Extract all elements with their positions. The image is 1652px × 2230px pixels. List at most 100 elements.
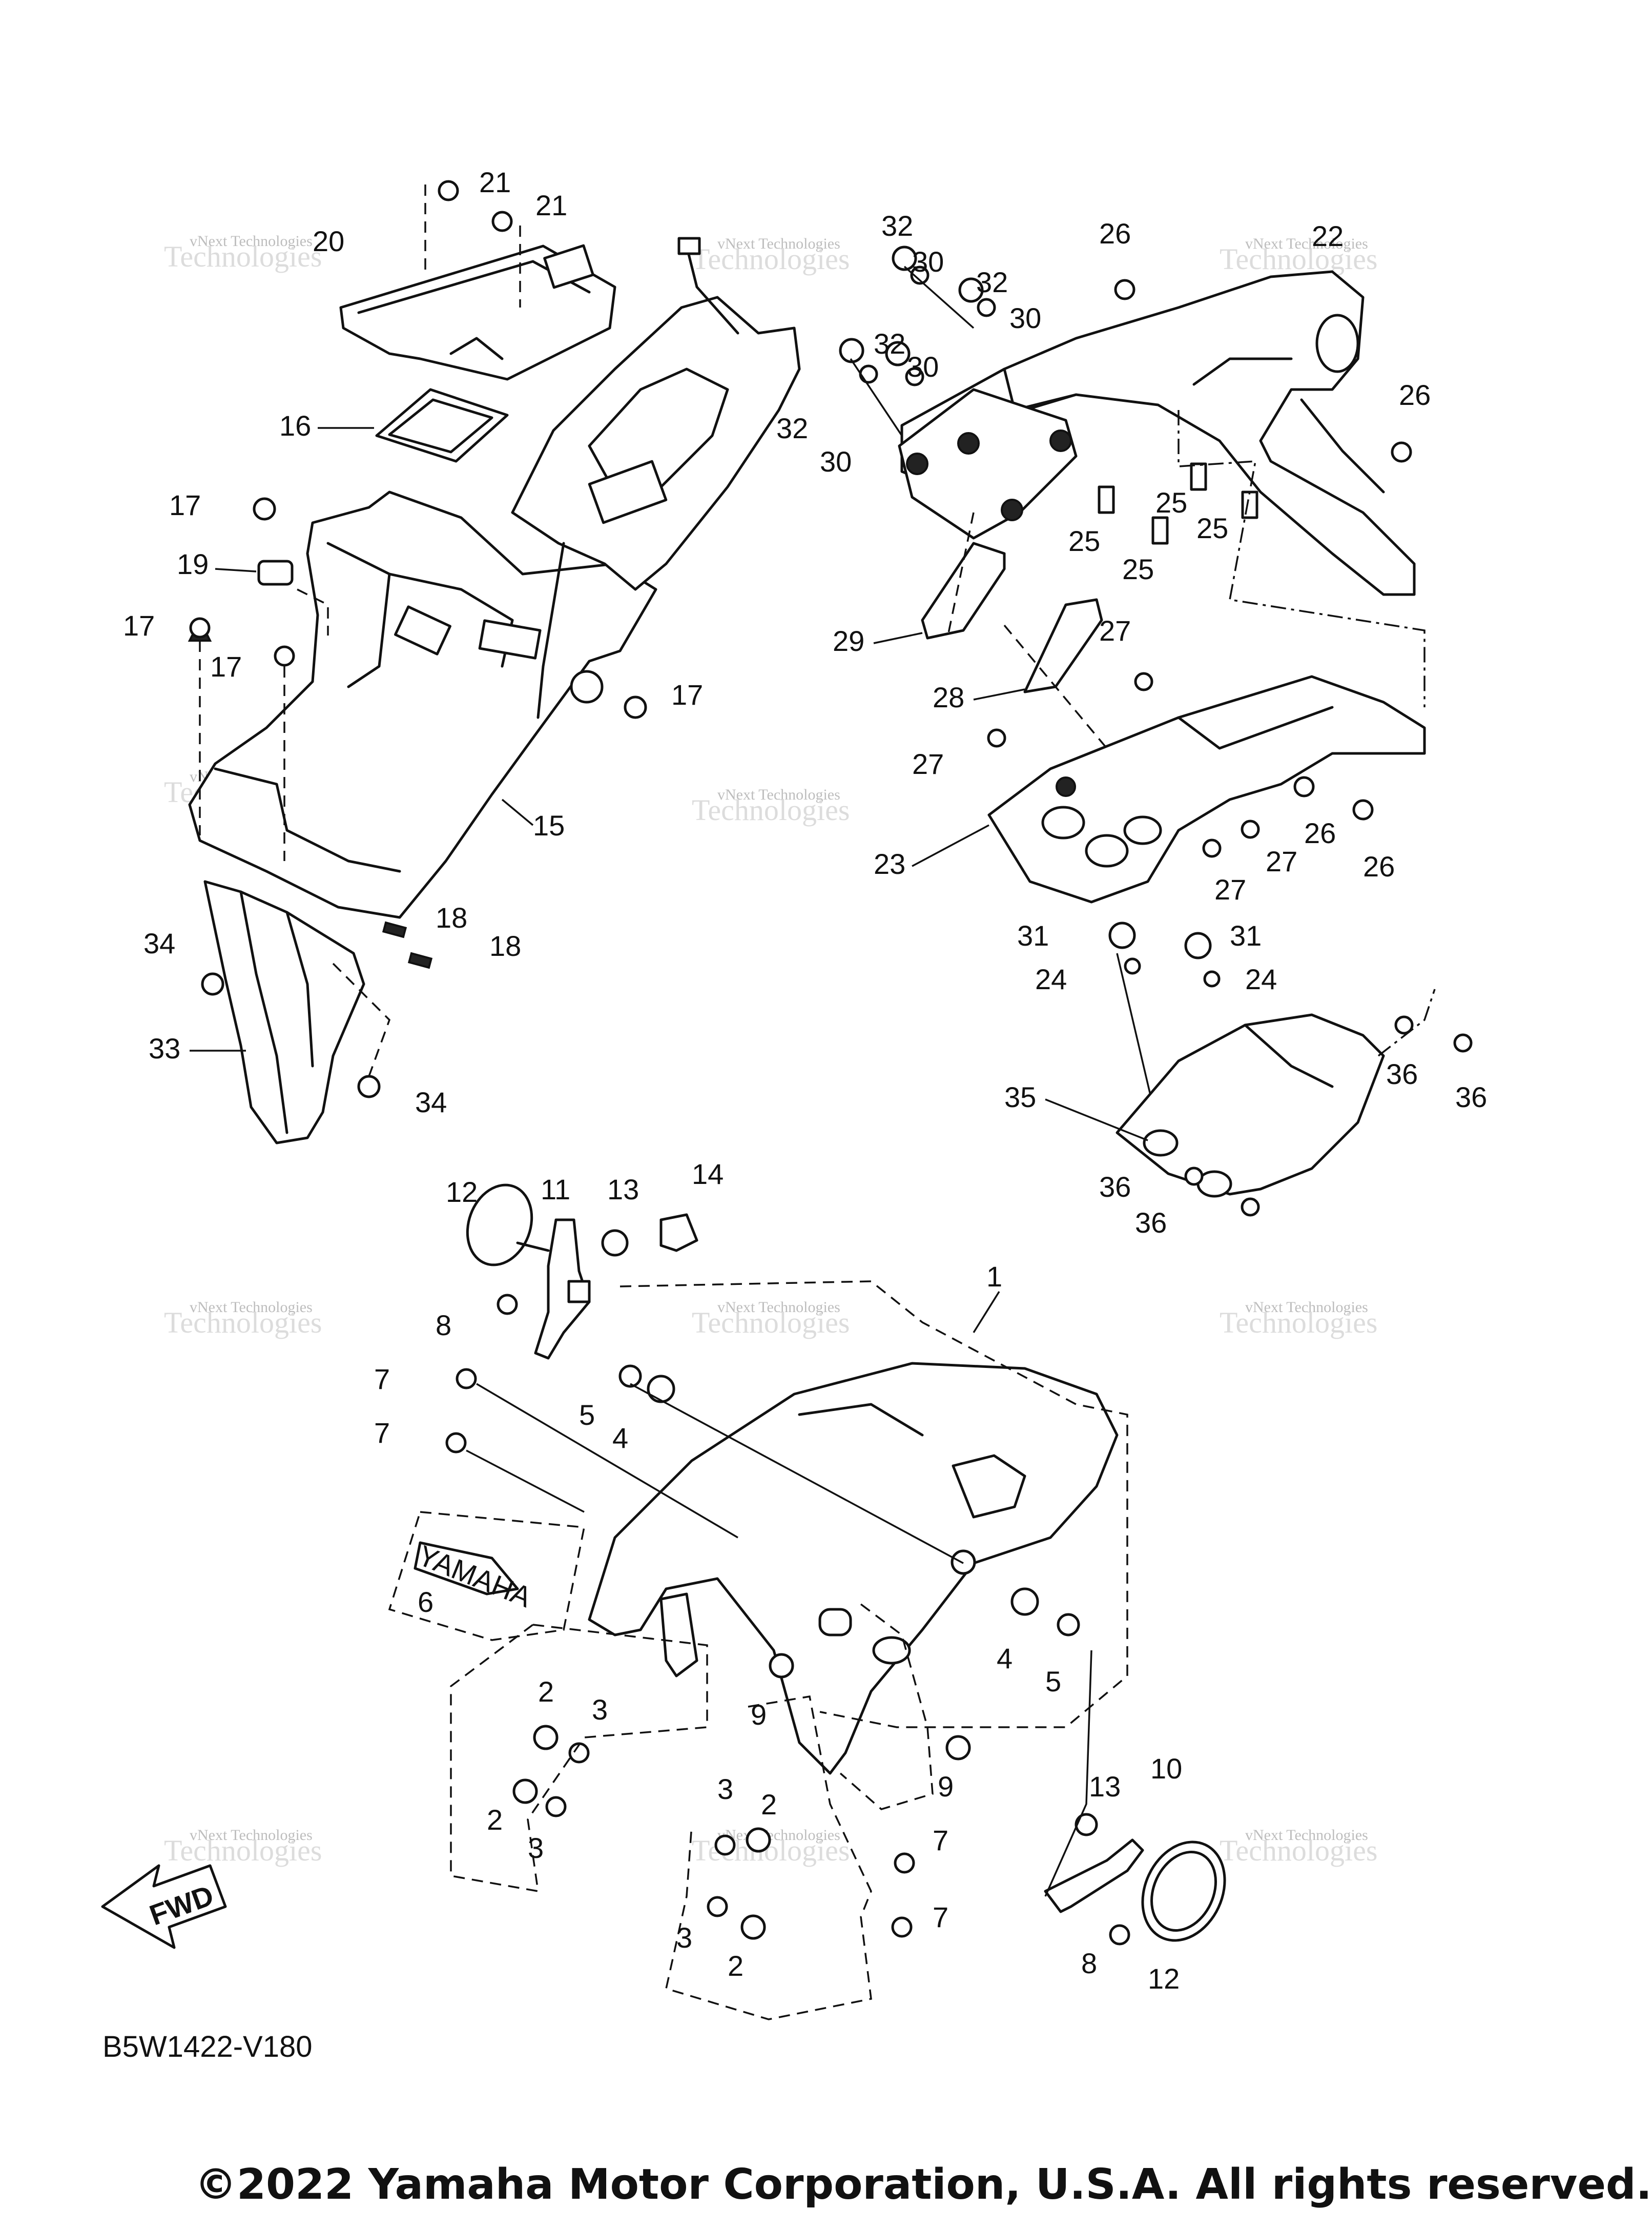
callout-21: 21 (535, 189, 567, 221)
svg-text:Technologies: Technologies (1220, 242, 1377, 276)
part-29-bracket (921, 542, 1006, 640)
part-13-nut (601, 1229, 629, 1257)
callout-23: 23 (874, 848, 905, 880)
callout-12: 12 (446, 1176, 478, 1208)
callout-34: 34 (143, 927, 175, 959)
callout-10: 10 (1150, 1752, 1182, 1785)
svg-text:vNext Technologies: vNext Technologies (717, 786, 840, 803)
callout-16: 16 (279, 410, 311, 442)
svg-text:Technologies: Technologies (692, 242, 850, 276)
part-2-grommet (512, 1725, 771, 1940)
callout-3: 3 (717, 1773, 733, 1805)
callout-18: 18 (489, 930, 521, 962)
svg-text:Technologies: Technologies (692, 1306, 850, 1339)
callout-27: 27 (1266, 845, 1297, 877)
callout-26: 26 (1099, 217, 1131, 250)
callout-7: 7 (374, 1417, 390, 1449)
callout-3: 3 (528, 1832, 544, 1864)
callout-5: 5 (1045, 1665, 1061, 1697)
callout-17: 17 (671, 679, 703, 711)
callout-31: 31 (1230, 919, 1262, 952)
svg-text:vNext Technologies: vNext Technologies (717, 235, 840, 252)
callout-24: 24 (1245, 963, 1277, 995)
part-30-washer (859, 265, 996, 386)
fwd-arrow-icon: FWD (101, 1864, 227, 1949)
part-32-grommet (839, 245, 984, 366)
callout-32: 32 (776, 412, 808, 444)
svg-text:Technologies: Technologies (164, 1306, 322, 1339)
part-23-licence-bracket (987, 675, 1426, 904)
callout-7: 7 (374, 1363, 390, 1395)
callout-21: 21 (479, 166, 511, 198)
part-20-cover-tray (339, 244, 616, 381)
part-21-screw (424, 180, 521, 308)
callout-5: 5 (579, 1399, 595, 1431)
callout-28: 28 (933, 681, 964, 713)
callout-30: 30 (1009, 302, 1041, 334)
callout-30: 30 (912, 245, 944, 278)
part-33-mud-flap (203, 880, 365, 1144)
part-22-tail-housing (900, 270, 1416, 596)
callout-7: 7 (933, 1901, 948, 1933)
callout-31: 31 (1017, 919, 1049, 952)
svg-text:Technologies: Technologies (692, 793, 850, 827)
part-1-front-fender (588, 1362, 1119, 1775)
callout-30: 30 (820, 445, 852, 478)
callout-29: 29 (833, 625, 864, 657)
callout-13: 13 (1089, 1770, 1121, 1803)
svg-text:vNext Technologies: vNext Technologies (190, 1827, 313, 1844)
part-11-bracket (534, 1218, 591, 1360)
callout-2: 2 (538, 1675, 554, 1708)
svg-text:vNext Technologies: vNext Technologies (190, 233, 313, 250)
callout-25: 25 (1155, 486, 1187, 519)
part-10-bracket (1044, 1838, 1144, 1913)
svg-text:Technologies: Technologies (1220, 1834, 1377, 1867)
part-9-nut (769, 1653, 971, 1761)
callout-4: 4 (612, 1422, 628, 1454)
part-7-screw (445, 1368, 915, 1938)
part-27-screw (987, 672, 1260, 858)
part-18-clip (382, 921, 433, 969)
svg-text:vNext Technologies: vNext Technologies (717, 1827, 840, 1844)
part-28-bracket (1023, 598, 1103, 693)
rear-tail-assembly (839, 245, 1473, 1217)
rear-fender-assembly (188, 180, 801, 1144)
callout-22: 22 (1312, 220, 1344, 252)
part-1-boundary (620, 1280, 1128, 1728)
part-4-grommet (647, 1375, 1039, 1616)
callout-36: 36 (1386, 1058, 1418, 1090)
callout-15: 15 (533, 809, 565, 842)
part-13-nut (1075, 1813, 1098, 1836)
callout-26: 26 (1399, 379, 1431, 411)
callout-27: 27 (1099, 615, 1131, 647)
callout-18: 18 (436, 902, 467, 934)
part-3-collar (545, 1742, 736, 1917)
callout-26: 26 (1363, 850, 1395, 883)
part-15-rear-fender (188, 490, 657, 919)
callout-27: 27 (912, 748, 944, 780)
callout-9: 9 (751, 1699, 767, 1731)
callout-32: 32 (874, 328, 905, 360)
part-12-reflector (466, 1183, 550, 1266)
callout-7: 7 (933, 1824, 948, 1856)
callout-25: 25 (1122, 553, 1154, 585)
svg-text:Technologies: Technologies (1220, 1306, 1377, 1339)
part-8-screw (497, 1294, 1130, 1946)
callout-19: 19 (177, 548, 209, 580)
part-36-screw (1184, 1015, 1473, 1217)
svg-text:Technologies: Technologies (164, 240, 322, 273)
callout-13: 13 (607, 1173, 639, 1205)
callout-12: 12 (1148, 1962, 1180, 1995)
part-19-clip (257, 560, 294, 586)
part-34-bolt (201, 963, 391, 1098)
part-5-collar (618, 1364, 1080, 1636)
part-14-clamp (659, 1213, 698, 1252)
callout-32: 32 (976, 266, 1008, 298)
callout-3: 3 (676, 1921, 692, 1954)
svg-text:vNext Technologies: vNext Technologies (1245, 235, 1368, 252)
copyright-notice: ©2022 Yamaha Motor Corporation, U.S.A. A… (195, 2160, 1652, 2209)
